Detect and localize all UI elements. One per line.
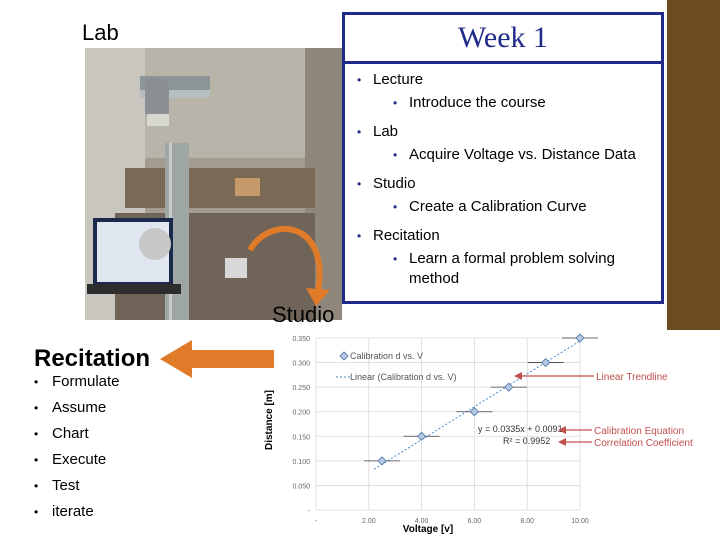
y-tick-label: 0.300 [292,361,310,368]
data-point [504,382,514,392]
y-axis-label: Distance [m] [264,390,275,450]
agenda-item-label: Lab [373,123,399,140]
x-tick-label: - [315,518,318,525]
agenda-subitem-label: Acquire Voltage vs. Distance Data [409,146,636,163]
arrowhead-icon [558,438,566,446]
arrowhead-icon [514,372,522,380]
bullet-icon: • [393,200,398,214]
agenda-item-label: Lecture [373,71,424,88]
recitation-step: • Test [34,473,120,499]
x-axis-label: Voltage [v] [403,524,453,535]
callout-correlation-coefficient: Correlation Coefficient [594,438,693,449]
side-accent-bar [667,0,720,330]
x-tick-label: 10.00 [571,518,589,525]
agenda-subitem: • Introduce the course [353,93,653,113]
bullet-icon: • [357,73,362,87]
lab-photo [85,48,342,320]
legend-marker-icon [339,351,349,361]
data-point [377,456,387,466]
x-tick-label: 2.00 [362,518,376,525]
data-point [575,333,585,343]
agenda-item: • Lecture [353,67,653,93]
bullet-icon: • [357,177,362,191]
agenda-item-label: Recitation [373,227,440,244]
agenda-item: • Studio [353,171,653,197]
agenda-subitem: • Acquire Voltage vs. Distance Data [353,145,653,165]
calibration-chart: Distance [m] Voltage [v] - 0.050 0.100 0.15… [264,333,693,535]
recitation-title: Recitation [34,345,151,372]
bullet-icon: • [393,148,398,162]
callout-linear-trendline: Linear Trendline [596,372,668,383]
recitation-step: • iterate [34,499,120,525]
bullet-icon: • [357,125,362,139]
trendline [373,340,581,470]
agenda-subitem-label: Learn a formal problem solving method [409,250,615,287]
x-tick-label: 4.00 [415,518,429,525]
recitation-step: • Execute [34,447,120,473]
callout-calibration-equation: Calibration Equation [594,426,684,437]
agenda-subitem: • Create a Calibration Curve [353,197,653,217]
studio-label: Studio [272,302,335,327]
bullet-icon: • [34,401,39,415]
recitation-steps-list: • Formulate • Assume • Chart • Execute • Test… [34,369,120,525]
chart-legend: Calibration d vs. V Linear (Calibration … [336,351,457,382]
bullet-icon: • [34,375,39,389]
recitation-step: • Formulate [34,369,120,395]
data-points [364,333,598,466]
lab-title: Lab [82,20,119,45]
bullet-icon: • [34,453,39,467]
legend-series-label: Calibration d vs. V [350,351,423,361]
week-title-band: Week 1 [345,15,661,64]
arrowhead-icon [160,340,192,378]
bullet-icon: • [393,96,398,110]
agenda-subitem-label: Create a Calibration Curve [409,198,587,215]
trend-equation: y = 0.0335x + 0.0091 [478,424,563,434]
agenda-item: • Lab [353,119,653,145]
bullet-icon: • [34,505,39,519]
arrowhead-icon [558,426,566,434]
agenda-item-label: Studio [373,175,416,192]
agenda-item: • Recitation [353,223,653,249]
callouts: Linear Trendline Calibration Equation Co… [514,372,693,449]
r-squared: R² = 0.9952 [503,436,550,446]
x-tick-label: 8.00 [520,518,534,525]
y-tick-label: 0.200 [292,410,310,417]
bullet-icon: • [357,229,362,243]
recitation-step-label: Assume [52,399,107,416]
agenda-subitem-label: Introduce the course [409,94,546,111]
agenda-list: • Lecture • Introduce the course • Lab • Acq… [353,67,653,295]
bullet-icon: • [393,252,398,266]
recitation-step-label: Chart [52,425,89,442]
y-tick-label: 0.150 [292,434,310,441]
y-tick-label: 0.350 [292,336,310,343]
agenda-subitem: • Learn a formal problem solving method [353,249,653,289]
y-tick-labels: - 0.050 0.100 0.150 0.200 0.250 0.300 0.350 [292,336,310,515]
recitation-step-label: Test [52,477,80,494]
data-point [541,358,551,368]
x-tick-labels: - 2.00 4.00 6.00 8.00 10.00 [315,518,589,525]
recitation-step-label: iterate [52,503,94,520]
recitation-step-label: Formulate [52,373,120,390]
data-point [417,431,427,441]
recitation-step: • Assume [34,395,120,421]
x-tick-label: 6.00 [468,518,482,525]
week-title: Week 1 [457,21,549,54]
y-tick-label: 0.100 [292,459,310,466]
bullet-icon: • [34,479,39,493]
data-point [469,407,479,417]
y-tick-label: 0.250 [292,385,310,392]
recitation-step-label: Execute [52,451,107,468]
week-agenda-box: Week 1 • Lecture • Introduce the course • L… [342,12,664,304]
y-tick-label: - [308,508,311,515]
legend-series-label: Linear (Calibration d vs. V) [350,372,457,382]
bullet-icon: • [34,427,39,441]
y-tick-label: 0.050 [292,483,310,490]
recitation-step: • Chart [34,421,120,447]
